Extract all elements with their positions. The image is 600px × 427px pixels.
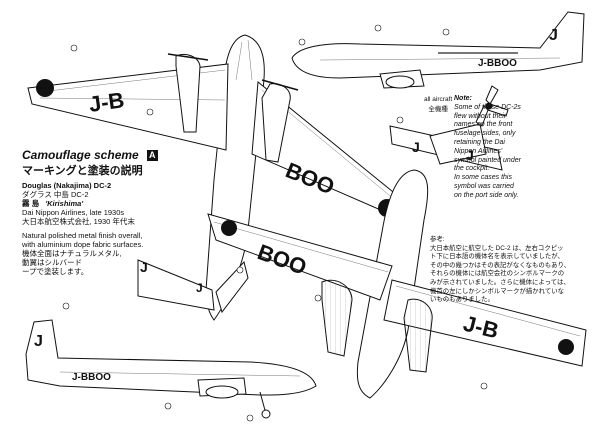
note-line: symbol painted under: [454, 156, 521, 164]
tail-letter-right: J: [412, 139, 420, 155]
reference-line: 機首の左にしかシンボルマークが描かれていな: [430, 287, 565, 295]
note-line: In some cases this: [454, 174, 512, 182]
note-line: on the port side only.: [454, 191, 519, 199]
operator: Dai Nippon Airlines, late 1930s: [22, 208, 125, 217]
upper-wing-marking: J-B: [87, 87, 126, 117]
finish-jp-3: ープで塗装します。: [22, 267, 89, 276]
reference-line: ト下に日本語の機体名を表示していましたが、: [430, 253, 564, 261]
propeller-icon: [475, 85, 509, 127]
reference-line: それらの機体には航空会社のシンボルマークの: [430, 270, 565, 278]
finish-line-1: Natural polished metal finish overall,: [22, 231, 143, 240]
finish-jp-2: 動翼はシルバード: [22, 258, 82, 267]
side-view-aircraft-bottom: [25, 319, 317, 419]
note-title: Note:: [454, 95, 472, 102]
note-line: flew without their: [454, 112, 507, 120]
nickname: 'Kirishima': [45, 199, 84, 208]
reference-line: みが示されていました。さらに機体によっては、: [430, 278, 570, 286]
aircraft-name-jp: ダグラス 中島 DC-2: [22, 190, 89, 199]
note-line: names on the front: [454, 121, 513, 129]
reference-line: 大日本航空に航空した DC-2 は、左右コクピッ: [430, 244, 564, 252]
scheme-letter-badge: A: [146, 150, 158, 162]
note-line: Some of these DC-2s: [454, 103, 521, 111]
reference-title: 参考:: [430, 236, 445, 243]
propeller-label-en: all aircraft: [424, 96, 453, 103]
scheme-title-jp: マーキングと塗装の説明: [22, 165, 143, 177]
side-view-aircraft-top: [291, 11, 585, 89]
tailplane-view: [389, 123, 503, 171]
top-view-aircraft: [27, 34, 399, 321]
operator-jp: 大日本航空株式会社, 1930 年代末: [22, 217, 135, 226]
fin-letter-top: J: [549, 27, 558, 44]
aircraft-description: Douglas (Nakajima) DC-2 ダグラス 中島 DC-2 霧 島…: [22, 181, 135, 226]
propeller-label-jp: 全機種: [428, 106, 448, 113]
finish-line-2: with aluminium dope fabric surfaces.: [22, 240, 144, 249]
note-line: the cockpit.: [454, 165, 490, 173]
note-line: symbol was carried: [454, 182, 514, 190]
tail-letter-left: J: [140, 259, 148, 275]
tail-letter-left-2: J: [196, 281, 203, 295]
aircraft-name: Douglas (Nakajima) DC-2: [22, 181, 112, 190]
note-block: Note: Some of these DC-2s flew without t…: [454, 95, 521, 201]
callout-markers: [62, 24, 488, 422]
reference-line: いものもありました。: [430, 296, 494, 304]
note-line: fuselage sides, only: [454, 130, 516, 138]
note-line: retaining the Dai: [454, 138, 505, 146]
tail-letter-right-2: J: [466, 147, 474, 163]
reference-line: その中の幾つかはその表記がなくなものもあり、: [430, 261, 571, 269]
bottom-view-aircraft: [207, 169, 587, 399]
scheme-title-text: Camouflage scheme: [22, 148, 139, 162]
fin-letter-bottom: J: [34, 333, 43, 350]
side-registration-top: J-BBOO: [478, 58, 517, 69]
side-registration-bottom: J-BBOO: [72, 372, 111, 383]
finish-jp-1: 機体全面はナチュラルメタル,: [22, 249, 122, 258]
note-line: Nippon Airlines': [454, 147, 503, 155]
scheme-title: Camouflage scheme A: [22, 148, 158, 162]
reference-block: 参考: 大日本航空に航空した DC-2 は、左右コクピッ ト下に日本語の機体名を…: [430, 236, 570, 305]
propeller-label: all aircraft 全機種: [424, 96, 452, 113]
finish-description: Natural polished metal finish overall, w…: [22, 231, 143, 276]
nickname-jp: 霧 島: [22, 199, 40, 208]
